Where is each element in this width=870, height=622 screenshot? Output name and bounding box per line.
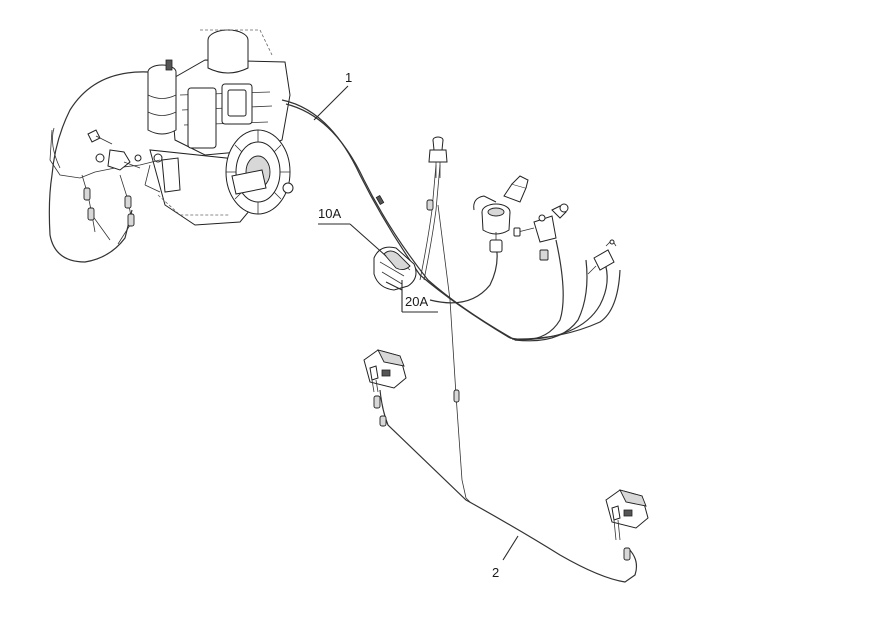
callout-20a: 20A <box>385 280 438 313</box>
sensor-bracket <box>513 203 569 261</box>
callout-1: 1 <box>313 70 352 121</box>
push-button <box>428 136 448 178</box>
fuse-label-20a: 20A <box>405 294 428 309</box>
limit-switch <box>587 239 617 275</box>
light-left <box>363 349 407 393</box>
engine-wiring <box>48 71 161 263</box>
callout-2: 2 <box>492 535 519 580</box>
main-harness <box>281 99 621 499</box>
light-right <box>605 489 649 541</box>
callout-label-1: 1 <box>345 70 352 85</box>
callout-10a: 10A <box>318 206 387 257</box>
engine <box>144 29 294 226</box>
light-harness <box>373 389 638 583</box>
callout-label-2: 2 <box>492 565 499 580</box>
ignition-switch <box>473 175 529 253</box>
fuse-holder <box>373 246 417 291</box>
fuse-label-10a: 10A <box>318 206 341 221</box>
